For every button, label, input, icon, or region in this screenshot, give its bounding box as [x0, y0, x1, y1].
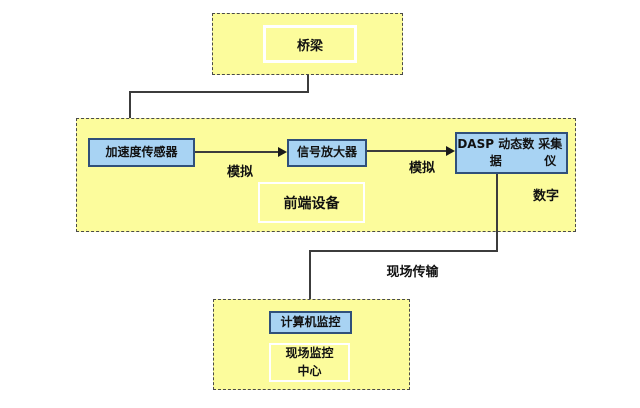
monitoring-center-title-box: 现场监控 中心 — [269, 343, 350, 382]
arrowhead-right-to-dasp-icon — [446, 146, 455, 156]
acceleration-sensor-node: 加速度传感器 — [88, 138, 195, 167]
arrowhead-right-to-amplifier-icon — [278, 147, 287, 157]
analog-label-right: 模拟 — [408, 161, 435, 176]
dasp-label-line1: DASP 动态数据 — [457, 136, 535, 168]
connector-bridge-vertical-2 — [129, 91, 131, 129]
bridge-node-label: 桥梁 — [296, 38, 323, 54]
frontend-group-title-label: 前端设备 — [283, 195, 340, 212]
connector-dasp-vertical-2 — [309, 250, 311, 301]
connector-bridge-vertical-1 — [307, 75, 309, 93]
arrow-sensor-to-amplifier-line — [195, 151, 280, 153]
monitoring-center-label-line1: 现场监控 — [285, 346, 334, 361]
digital-label: 数字 — [532, 189, 559, 204]
connector-bridge-horizontal — [129, 91, 309, 93]
computer-monitoring-label: 计算机监控 — [280, 314, 341, 329]
computer-monitoring-node: 计算机监控 — [269, 311, 352, 334]
dasp-label-line2: 采集仪 — [538, 136, 563, 168]
arrow-amplifier-to-dasp-line — [367, 150, 448, 152]
analog-label-left: 模拟 — [226, 165, 253, 180]
transmission-label: 现场传输 — [386, 265, 439, 280]
frontend-group-title-box: 前端设备 — [258, 182, 365, 223]
signal-amplifier-label: 信号放大器 — [296, 145, 357, 160]
monitoring-center-label-line2: 中心 — [297, 363, 322, 378]
bridge-node: 桥梁 — [263, 25, 357, 63]
connector-dasp-horizontal — [309, 250, 498, 252]
signal-amplifier-node: 信号放大器 — [287, 139, 367, 167]
connector-dasp-vertical-1 — [496, 174, 498, 252]
dasp-acquisition-node: DASP 动态数据 采集仪 — [455, 132, 568, 174]
acceleration-sensor-label: 加速度传感器 — [105, 144, 178, 159]
